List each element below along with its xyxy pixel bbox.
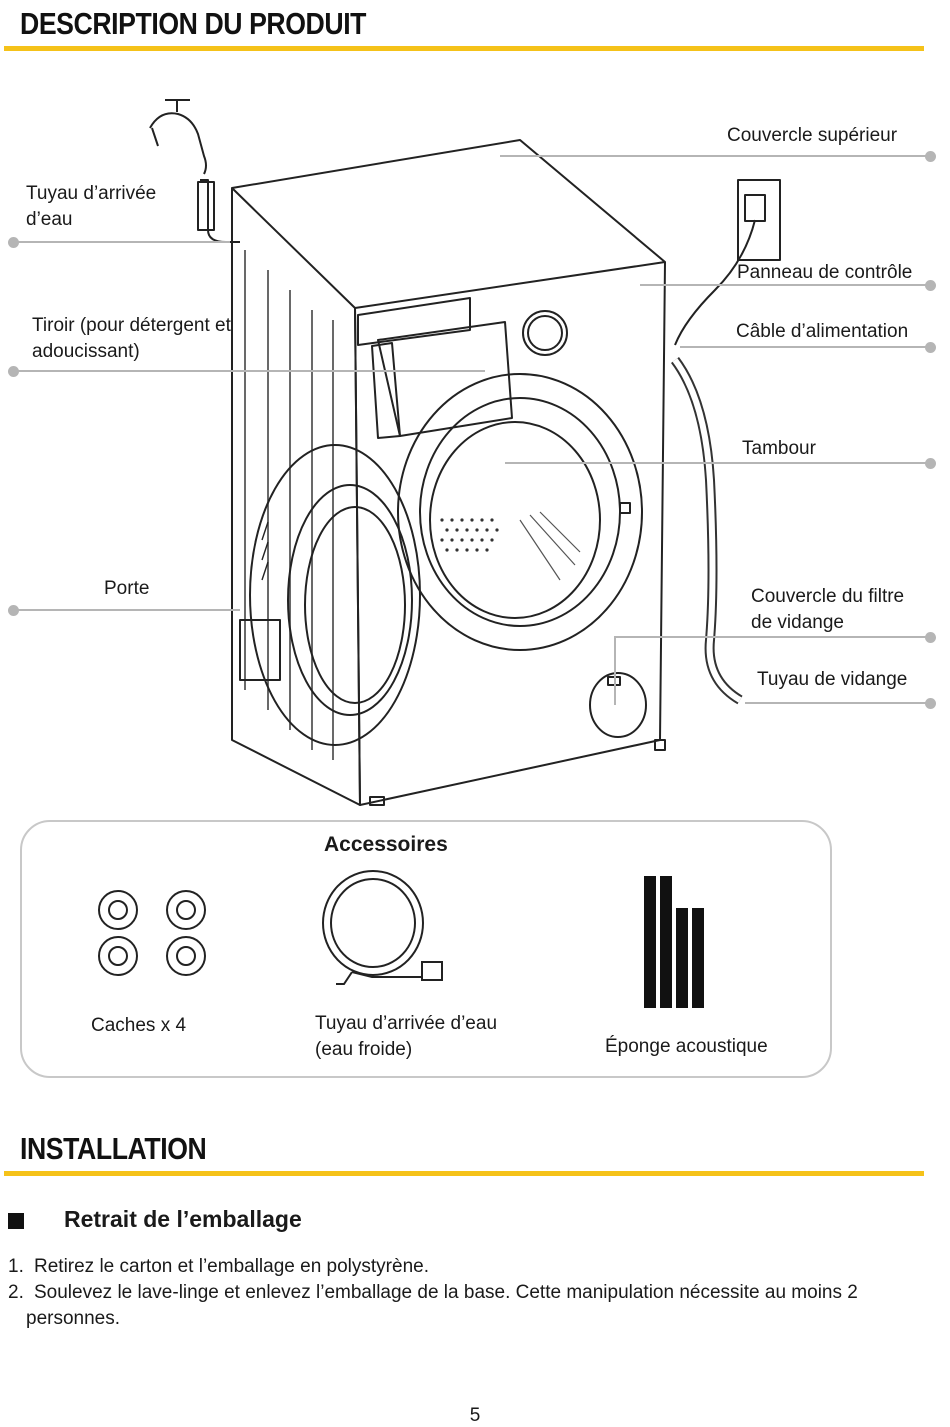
step-text: Soulevez le lave-linge et enlevez l’emba… [34,1282,858,1303]
page-number: 5 [469,1405,481,1426]
accessories-title: Accessoires [324,833,448,856]
step-text-continued: personnes. [26,1308,121,1329]
washing-machine-illustration [14,99,930,806]
leader-dot [8,605,19,616]
leader-dot [925,458,936,469]
section-rule [4,1171,924,1176]
step-text: Retirez le carton et l’emballage en poly… [34,1256,429,1277]
square-bullet-icon [8,1213,24,1229]
leader-dot [8,366,19,377]
list-item: 1. Retirez le carton et l’emballage en po… [8,1254,429,1280]
subsection-title: Retrait de l’emballage [64,1206,302,1232]
section-rule [4,46,924,51]
label-power-cable: Câble d’alimentation [736,321,909,342]
section-title-description: DESCRIPTION DU PRODUIT [20,6,367,41]
accessory-hose-label: Tuyau d’arrivée d’eau (eau froide) [315,1013,498,1060]
leader-dot [925,151,936,162]
label-drum: Tambour [742,438,816,459]
accessory-caps-label: Caches x 4 [91,1015,187,1036]
step-number: 1. [8,1256,24,1277]
label-door: Porte [104,578,150,599]
accessories-box [20,820,832,1078]
label-drawer: Tiroir (pour détergent et adoucissant) [32,315,231,362]
label-drain-hose: Tuyau de vidange [757,669,908,690]
list-item: 2. Soulevez le lave-linge et enlevez l’em… [8,1280,858,1332]
leader-dot [8,237,19,248]
label-top-cover: Couvercle supérieur [727,125,898,146]
label-filter-cover: Couvercle du filtre de vidange [751,586,905,633]
label-control-panel: Panneau de contrôle [737,262,913,283]
leader-dot [925,698,936,709]
section-title-installation: INSTALLATION [20,1131,207,1166]
leader-dot [925,342,936,353]
label-inlet-hose: Tuyau d’arrivée d’eau [26,183,157,230]
step-number: 2. [8,1282,24,1303]
accessory-sponge-label: Éponge acoustique [605,1036,768,1057]
leader-dot [925,280,936,291]
leader-dot [925,632,936,643]
